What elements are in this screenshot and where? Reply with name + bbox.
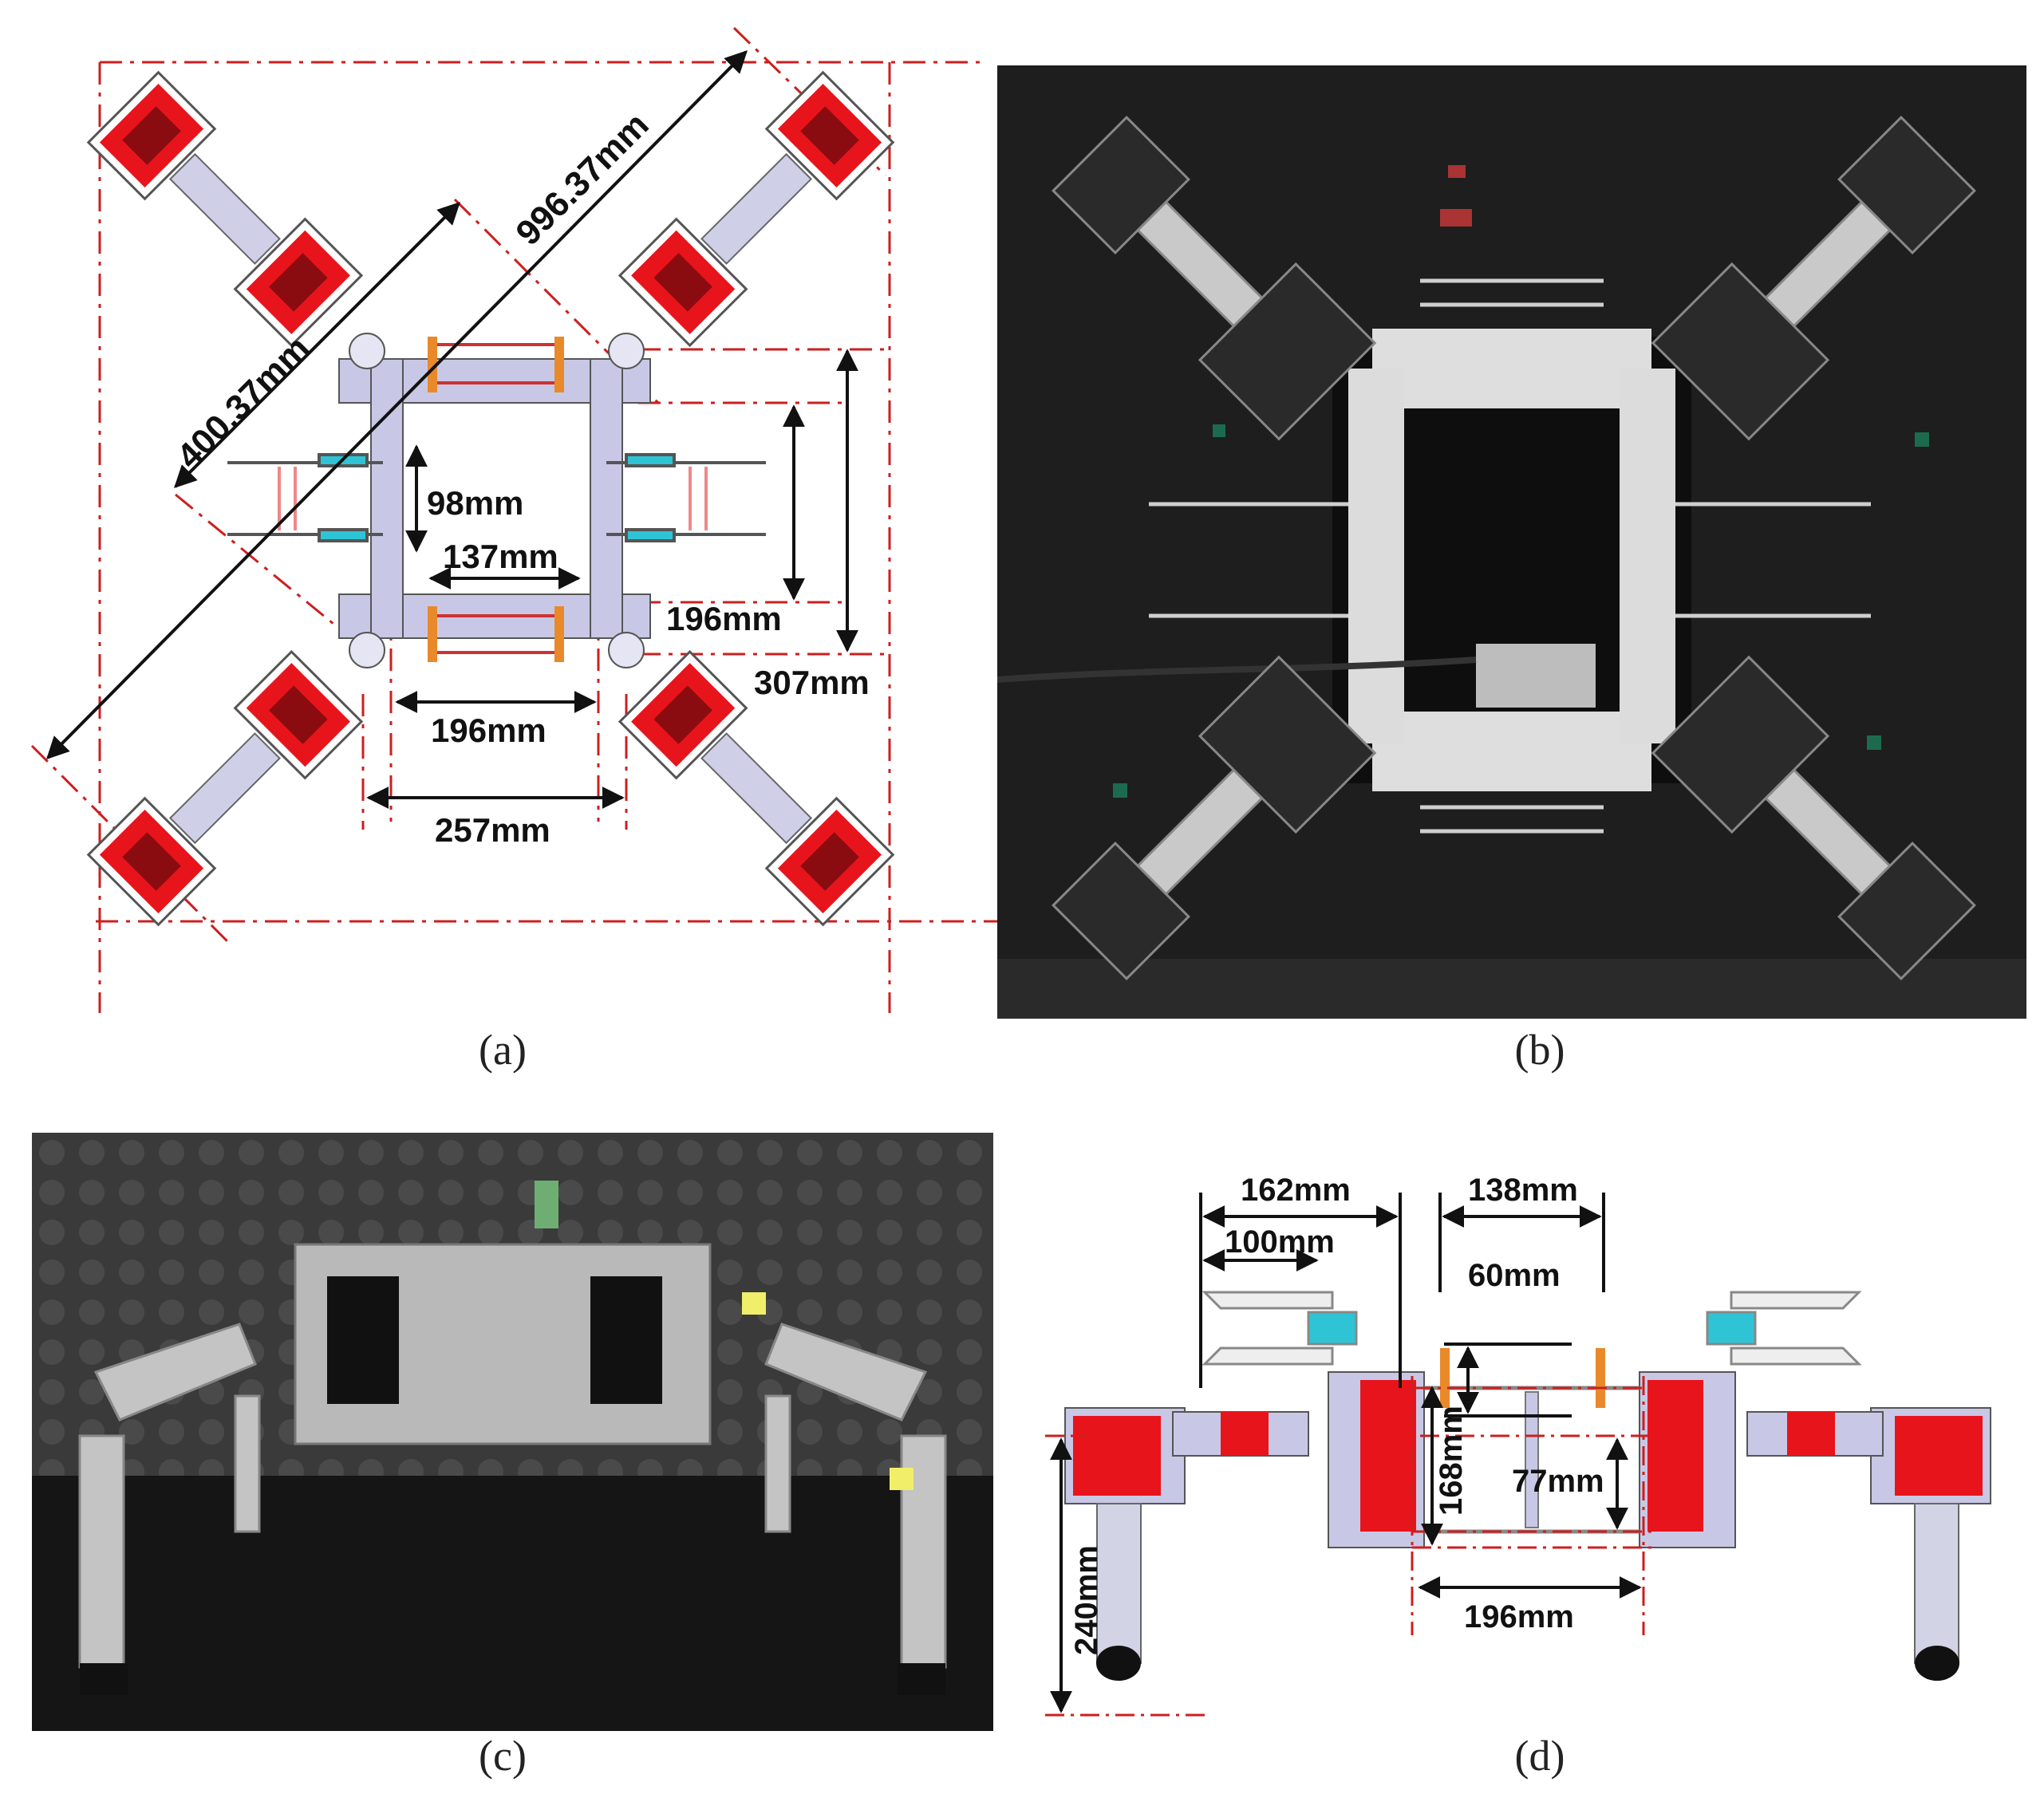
panel-c-photo-side-view bbox=[32, 1133, 993, 1731]
robot-side bbox=[78, 1181, 947, 1695]
dimension-arrows bbox=[46, 50, 858, 809]
gripper-front-left bbox=[1202, 1291, 1358, 1366]
reference-lines bbox=[1045, 1376, 1651, 1717]
body-front bbox=[1328, 1348, 1736, 1548]
dim-996-label: 996.37mm bbox=[508, 105, 656, 253]
panel-d-cad-front-view: 162mm 138mm 100mm 60mm 168mm 77mm 240mm … bbox=[1037, 1149, 2034, 1723]
dim-307-label: 307mm bbox=[754, 664, 870, 701]
dimension-arrows-d bbox=[1050, 1205, 1642, 1713]
panel-d-drawing: 162mm 138mm 100mm 60mm 168mm 77mm 240mm … bbox=[1045, 1173, 1991, 1717]
dim-60-label: 60mm bbox=[1468, 1258, 1561, 1293]
dim-98-label: 98mm bbox=[427, 484, 523, 522]
caption-d: (d) bbox=[1514, 1732, 1565, 1780]
left-leg-front bbox=[1064, 1407, 1309, 1681]
dim-162-label: 162mm bbox=[1241, 1173, 1351, 1208]
dim-137-label: 137mm bbox=[443, 538, 558, 575]
robot-body bbox=[997, 278, 1871, 834]
dim-196-vert-label: 196mm bbox=[666, 600, 782, 637]
dim-77-label: 77mm bbox=[1512, 1464, 1604, 1499]
panel-c-illustration bbox=[32, 1133, 993, 1731]
caption-a: (a) bbox=[479, 1026, 527, 1074]
leg-top-left bbox=[89, 73, 361, 345]
dim-100-label: 100mm bbox=[1225, 1224, 1335, 1260]
extension-lines bbox=[1199, 1193, 1605, 1418]
dim-257-label: 257mm bbox=[435, 811, 550, 849]
caption-c: (c) bbox=[479, 1732, 527, 1780]
dim-138-label: 138mm bbox=[1468, 1173, 1578, 1208]
dim-196-horiz-label: 196mm bbox=[431, 712, 547, 749]
dim-168-label: 168mm bbox=[1434, 1406, 1469, 1516]
panel-a-drawing: 996.37mm 400.37mm 98mm 137mm 196mm 307mm… bbox=[30, 26, 997, 1013]
panel-b-illustration bbox=[997, 65, 2026, 1019]
dim-196-d-label: 196mm bbox=[1464, 1599, 1574, 1634]
dim-400-label: 400.37mm bbox=[169, 329, 317, 476]
caption-b: (b) bbox=[1514, 1026, 1565, 1074]
panel-a-cad-top-view: 996.37mm 400.37mm 98mm 137mm 196mm 307mm… bbox=[0, 0, 997, 1037]
dim-240-label: 240mm bbox=[1069, 1545, 1104, 1655]
right-leg-front bbox=[1746, 1407, 1991, 1681]
leg-top-right bbox=[620, 73, 893, 345]
floor-tape-markers bbox=[1113, 165, 1929, 798]
gripper-front-right bbox=[1706, 1291, 1862, 1366]
leg-bottom-left bbox=[89, 652, 361, 925]
panel-b-photo-top-view bbox=[997, 65, 2026, 1019]
gripper-right bbox=[606, 453, 766, 542]
robot-legs bbox=[1052, 116, 1976, 980]
